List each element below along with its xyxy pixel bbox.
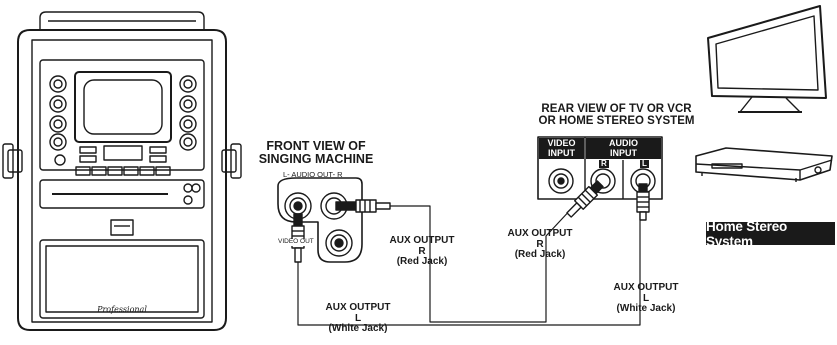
rca-plug-rear-r	[566, 180, 604, 218]
front-view-title: FRONT VIEW OF SINGING MACHINE	[241, 139, 391, 167]
aux-l-front-line2: L	[354, 312, 362, 324]
aux-l-rear-line3: (White Jack)	[616, 303, 676, 314]
aux-l-rear-label: AUX OUTPUT L (White Jack)	[606, 282, 686, 315]
rear-jack-r-label: R	[599, 159, 609, 169]
audio-input-label-2: INPUT	[610, 147, 637, 158]
home-stereo-tag: Home Stereo System	[706, 219, 835, 249]
rca-plug-rear-l	[636, 183, 650, 221]
aux-r-front-line1: AUX OUTPUT	[389, 235, 455, 246]
aux-l-rear-line1: AUX OUTPUT	[613, 282, 679, 293]
aux-r-rear-line1: AUX OUTPUT	[507, 228, 573, 239]
aux-r-front-label: AUX OUTPUT R (Red Jack)	[382, 235, 462, 268]
aux-l-front-label: AUX OUTPUT L (White Jack)	[318, 302, 398, 335]
rear-view-title-line1: REAR VIEW OF TV OR VCR	[541, 103, 692, 115]
aux-l-front-line1: AUX OUTPUT	[325, 302, 391, 313]
front-view-title-line1: FRONT VIEW OF	[266, 139, 366, 153]
rear-view-title: REAR VIEW OF TV OR VCR OR HOME STEREO SY…	[514, 103, 719, 127]
video-input-label-2: INPUT	[548, 147, 575, 158]
video-input-label-1: VIDEO	[547, 138, 576, 149]
machine-logo: Professional	[96, 305, 147, 314]
singing-machine-illustration	[2, 11, 242, 331]
video-out-label: VIDEO OUT	[278, 238, 314, 246]
rear-jack-l-label: L	[640, 159, 649, 169]
aux-r-rear-line2: R	[536, 238, 544, 250]
audio-input-label-1: AUDIO	[609, 138, 638, 149]
audio-out-label: L- AUDIO OUT- R	[283, 170, 343, 179]
stereo-unit-illustration	[695, 147, 833, 182]
front-view-title-line2: SINGING MACHINE	[258, 152, 374, 167]
aux-r-front-line3: (Red Jack)	[396, 256, 448, 267]
tv-illustration	[707, 5, 827, 113]
audio-input-header: AUDIO INPUT	[586, 138, 661, 159]
rear-view-title-line2: OR HOME STEREO SYSTEM	[538, 115, 695, 128]
front-jack-panel	[277, 177, 363, 263]
cables	[297, 205, 641, 326]
aux-r-rear-line3: (Red Jack)	[514, 249, 566, 260]
aux-l-rear-line2: L	[642, 292, 650, 304]
video-input-header: VIDEO INPUT	[539, 138, 584, 159]
aux-r-rear-label: AUX OUTPUT R (Red Jack)	[500, 228, 580, 261]
aux-l-front-line3: (White Jack)	[328, 323, 388, 334]
rca-plug-front-r	[335, 199, 391, 213]
aux-r-front-line2: R	[418, 245, 426, 257]
